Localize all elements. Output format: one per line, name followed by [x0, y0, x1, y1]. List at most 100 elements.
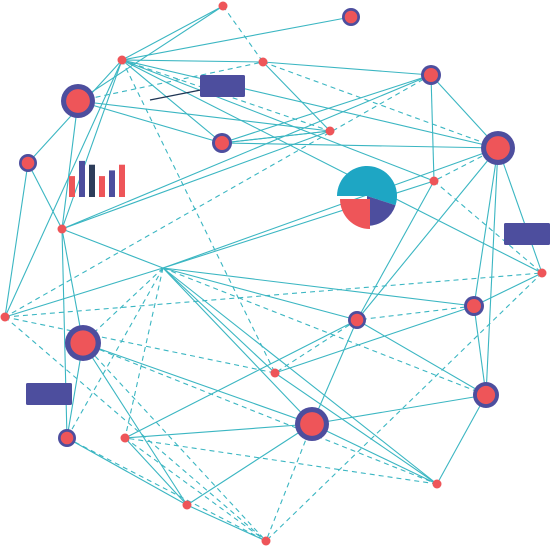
edge-n23-n26 — [124, 437, 188, 506]
edge-n8-n7 — [221, 130, 331, 144]
edge-n3-n4 — [121, 59, 264, 63]
edge-n6-n13 — [4, 162, 29, 318]
edge-n15-n18 — [162, 267, 276, 374]
node-n20 — [65, 325, 101, 361]
node-n24 — [295, 407, 329, 441]
edge-n9-n20 — [61, 228, 84, 344]
edge-n4-n8 — [262, 61, 331, 132]
edge-n7-n10 — [221, 74, 432, 144]
edge-n3-n12 — [121, 59, 435, 182]
node-dot — [261, 536, 271, 546]
edge-n19-n22 — [436, 394, 487, 485]
edge-n21-n25 — [66, 437, 267, 542]
node-dot — [117, 55, 127, 65]
edge-n14-n16 — [473, 272, 543, 307]
edge-n13-n25 — [4, 316, 267, 542]
edge-n15-n16 — [162, 267, 475, 307]
edge-n11-n17 — [356, 147, 499, 321]
edge-n21-n26 — [66, 437, 188, 506]
node-n5 — [61, 84, 95, 118]
edge-n9-n15 — [61, 228, 164, 269]
node-n9 — [57, 224, 67, 234]
mini-bar-1 — [69, 176, 75, 197]
node-n8 — [325, 126, 335, 136]
edge-n12-n17 — [356, 180, 435, 321]
edge-n18-n22 — [274, 372, 438, 485]
edge-n5-n7 — [77, 100, 223, 144]
node-n23 — [120, 433, 130, 443]
edge-n15-n17 — [162, 267, 358, 321]
node-core — [60, 431, 74, 445]
edge-n16-n19 — [473, 305, 487, 396]
edge-n20-n25 — [82, 342, 267, 542]
edge-n11-n15 — [162, 147, 499, 269]
node-n11 — [481, 131, 515, 165]
node-core — [300, 412, 324, 436]
edge-layer — [4, 5, 543, 542]
node-n13 — [0, 312, 10, 322]
node-core — [476, 385, 496, 405]
edge-n5-n8 — [77, 100, 331, 132]
node-dot — [258, 57, 268, 67]
node-n16 — [464, 296, 484, 316]
edge-n9-n21 — [61, 228, 68, 439]
node-dot — [120, 433, 130, 443]
edge-n13-n18 — [4, 316, 276, 374]
node-core — [66, 89, 90, 113]
edge-n10-n13 — [4, 74, 432, 318]
edge-n3-n13 — [4, 59, 123, 318]
pie-slice-indigo — [367, 196, 396, 227]
mini-bar-6 — [119, 164, 125, 197]
edge-n13-n15 — [4, 267, 164, 318]
edge-n3-n14 — [121, 59, 543, 274]
node-core — [21, 156, 35, 170]
node-n1 — [218, 1, 228, 11]
node-n21 — [58, 429, 76, 447]
edge-n3-n7 — [121, 59, 223, 144]
edge-n5-n4 — [77, 61, 264, 102]
edge-n10-n12 — [430, 74, 435, 182]
edge-n20-n26 — [82, 342, 188, 506]
edge-n10-n9 — [61, 74, 432, 230]
node-core — [215, 136, 229, 150]
edge-n1-n5 — [77, 5, 224, 102]
edge-n17-n24 — [311, 319, 358, 425]
edge-n22-n23 — [124, 437, 438, 485]
edge-n4-n10 — [262, 61, 432, 76]
edge-n23-n25 — [124, 437, 267, 542]
node-dot — [0, 312, 10, 322]
edge-n25-n26 — [186, 504, 267, 542]
node-core — [486, 136, 510, 160]
edge-n15-n21 — [66, 267, 164, 439]
node-dot — [432, 479, 442, 489]
edge-n15-n19 — [162, 267, 487, 396]
node-n4 — [258, 57, 268, 67]
edge-n16-n17 — [356, 305, 475, 321]
edge-n4-n11 — [262, 61, 499, 149]
node-n17 — [348, 311, 366, 329]
edge-n19-n17 — [356, 319, 487, 396]
node-n2 — [342, 8, 360, 26]
edge-n19-n24 — [311, 394, 487, 425]
node-core — [70, 330, 96, 356]
node-n10 — [421, 65, 441, 85]
mini-bar-5 — [109, 170, 115, 197]
node-core — [344, 10, 358, 24]
edge-n16-n18 — [274, 305, 475, 374]
edge-n15-n20 — [82, 267, 164, 344]
label-rect-top — [200, 75, 245, 97]
edge-n1-n3 — [121, 5, 224, 61]
edge-n11-n16 — [473, 147, 499, 307]
node-n19 — [473, 382, 499, 408]
edge-n17-n18 — [274, 319, 358, 374]
mini-bar-4 — [99, 176, 105, 197]
edge-n3-n18 — [121, 59, 276, 374]
edge-n15-n22 — [162, 267, 438, 485]
label-rect-right — [504, 223, 550, 245]
edge-n5-n9 — [61, 100, 79, 230]
edge-n20-n22 — [82, 342, 438, 485]
node-n22 — [432, 479, 442, 489]
label-rect-left — [26, 383, 72, 405]
edge-n14-n25 — [265, 272, 543, 542]
